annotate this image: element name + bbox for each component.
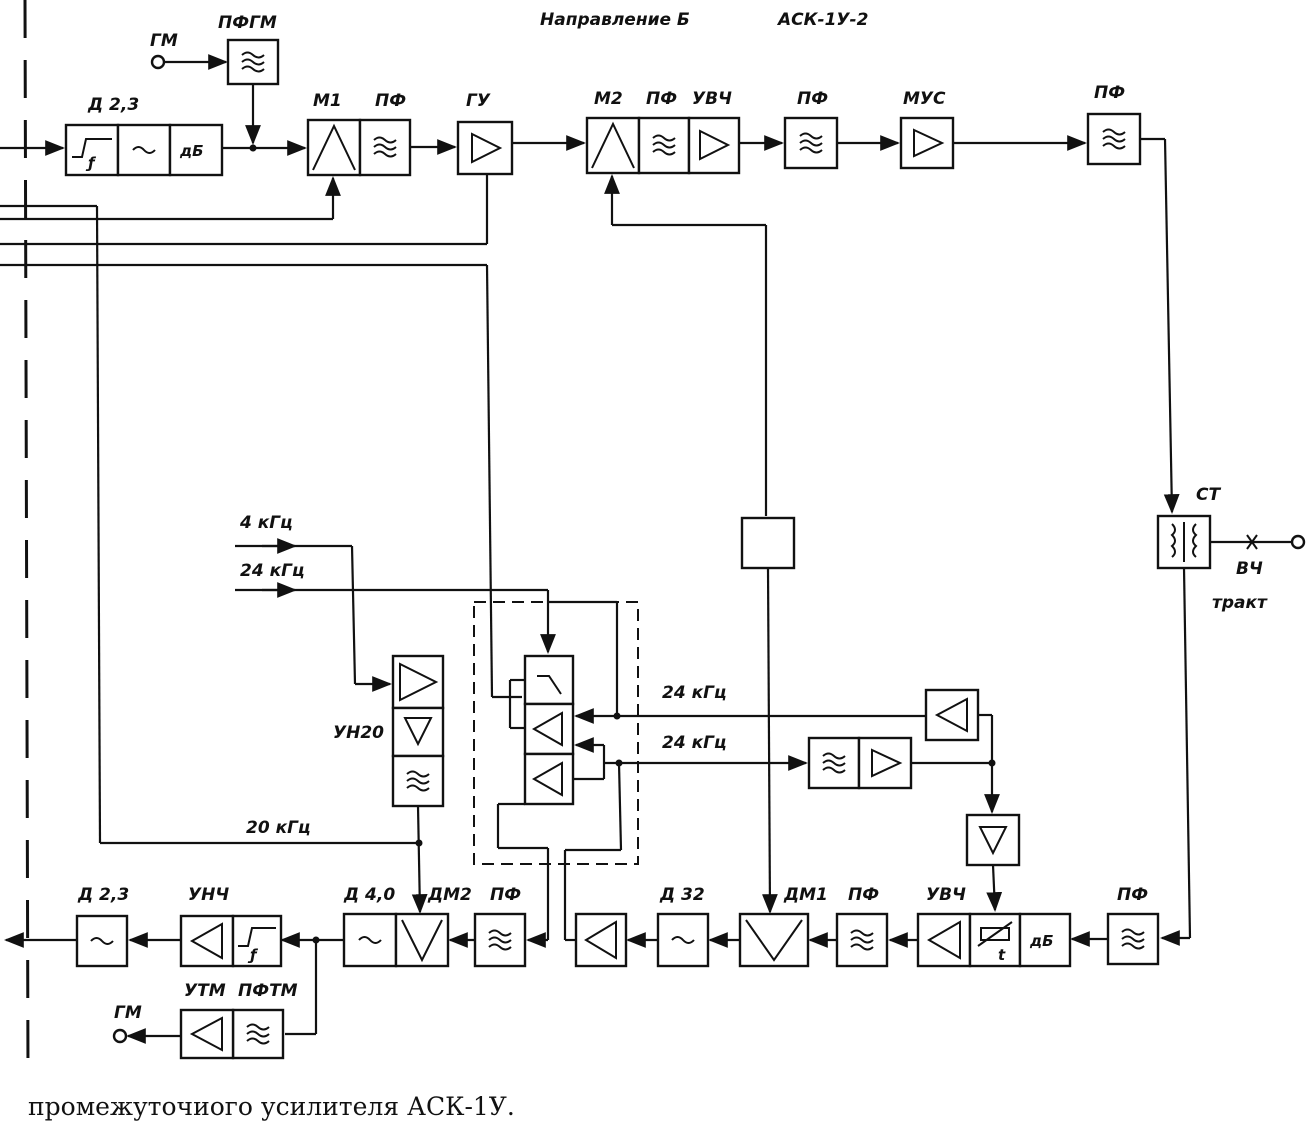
d23-top-corrector-block bbox=[64, 123, 120, 177]
dm1-label: ДМ1 bbox=[783, 885, 828, 905]
f24-b-label: 24 кГц bbox=[662, 733, 727, 753]
d23-bottom-label: Д 2,3 bbox=[77, 885, 129, 905]
pf-dm2-label: ПФ bbox=[490, 885, 521, 905]
amp-24khz-return-block bbox=[924, 688, 980, 742]
gu-label: ГУ bbox=[466, 91, 491, 111]
gm-top-label: ГМ bbox=[150, 31, 178, 51]
dm1-demodulator-block bbox=[738, 912, 810, 968]
gm-bottom-label: ГМ bbox=[114, 1003, 142, 1023]
d23-top-label: Д 2,3 bbox=[87, 95, 139, 115]
amp-24khz-block bbox=[857, 736, 913, 790]
uvch-top-label: УВЧ bbox=[692, 89, 732, 109]
agc-amplifier-block bbox=[965, 813, 1021, 867]
uvch-bottom-amp-block bbox=[916, 912, 972, 968]
m2-uvch-block bbox=[687, 116, 741, 175]
pf-dm2-block bbox=[473, 912, 527, 968]
d32-filter-block bbox=[656, 912, 710, 968]
switch-block bbox=[523, 654, 575, 706]
m2-label: М2 bbox=[594, 89, 623, 109]
d32-label: Д 32 bbox=[659, 885, 705, 905]
gm-top-terminal bbox=[150, 54, 166, 70]
hf-terminal bbox=[1290, 534, 1306, 550]
m1-pf-label: ПФ bbox=[375, 91, 406, 111]
vch-label: ВЧ bbox=[1236, 559, 1263, 579]
st-label: СТ bbox=[1196, 485, 1221, 505]
svg-text:ƒ: ƒ bbox=[85, 154, 97, 172]
un20-limiter-block bbox=[391, 706, 445, 758]
d23-top-attenuator-block bbox=[168, 123, 224, 177]
model-title: АСК-1У-2 bbox=[776, 10, 868, 30]
m1-label: М1 bbox=[313, 91, 342, 111]
utm-amp-block bbox=[179, 1008, 235, 1060]
trakt-label: тракт bbox=[1212, 593, 1268, 613]
f24-a-label: 24 кГц bbox=[662, 683, 727, 703]
un20-label: УН20 bbox=[333, 723, 384, 743]
svg-text:дБ: дБ bbox=[179, 142, 204, 160]
uvch-bottom-label: УВЧ bbox=[926, 885, 966, 905]
mus-amplifier-block bbox=[899, 116, 955, 170]
dm2-label: ДМ2 bbox=[427, 885, 472, 905]
pf-right-top-label: ПФ bbox=[1094, 83, 1125, 103]
gm-bottom-terminal bbox=[112, 1028, 128, 1044]
pf-bottom-right-label: ПФ bbox=[1117, 885, 1148, 905]
unch-amp-block bbox=[179, 914, 235, 968]
direction-title: Направление Б bbox=[540, 10, 690, 30]
pfgm-label: ПФГМ bbox=[218, 13, 277, 33]
svg-text:t: t bbox=[998, 946, 1006, 964]
d40-label: Д 4,0 bbox=[343, 885, 395, 905]
f20-label: 20 кГц bbox=[246, 818, 311, 838]
generator-block bbox=[740, 516, 796, 570]
f24-in-label: 24 кГц bbox=[240, 561, 305, 581]
dm2-demodulator-block bbox=[394, 912, 450, 968]
svg-text:ƒ: ƒ bbox=[247, 946, 259, 964]
utm-label: УТМ bbox=[184, 981, 226, 1001]
uvch-bottom-attenuator-block bbox=[1018, 912, 1072, 968]
figure-caption: промежуточиого усилителя АСК-1У. bbox=[28, 1092, 515, 1121]
unch-label: УНЧ bbox=[188, 885, 229, 905]
svg-text:дБ: дБ bbox=[1029, 932, 1054, 950]
dm1-output-amp-block bbox=[574, 912, 628, 968]
mus-label: МУС bbox=[903, 89, 946, 109]
m2-pf-label: ПФ bbox=[646, 89, 677, 109]
gu-amplifier-block bbox=[456, 120, 514, 176]
pf-mid-top-label: ПФ bbox=[797, 89, 828, 109]
boundary-dashed-line bbox=[23, 0, 30, 1076]
pf-dm1-label: ПФ bbox=[848, 885, 879, 905]
m1-modulator-block bbox=[306, 118, 362, 177]
f4-label: 4 кГц bbox=[239, 513, 293, 533]
pftm-label: ПФТМ bbox=[238, 981, 298, 1001]
unch-corrector-block bbox=[231, 914, 283, 968]
